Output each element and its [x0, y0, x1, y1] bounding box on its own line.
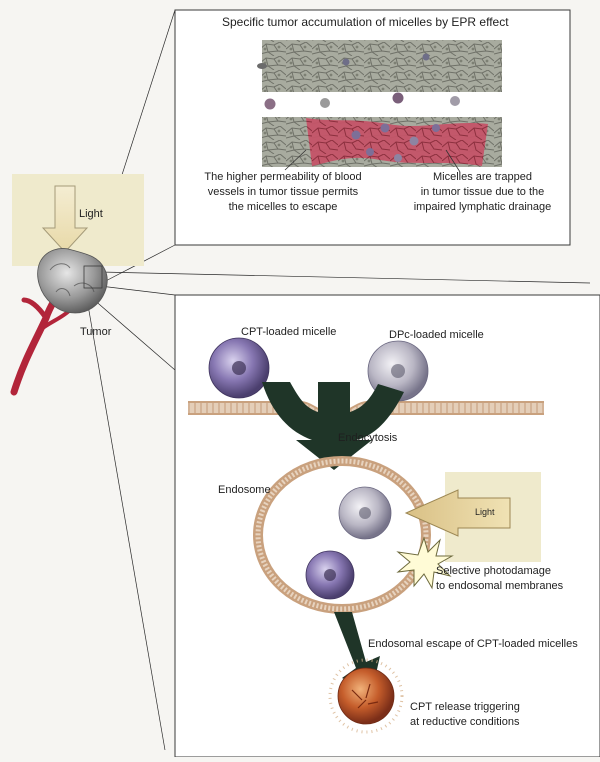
escape-label: Endosomal escape of CPT-loaded micelles	[368, 637, 578, 652]
epr-title: Specific tumor accumulation of micelles …	[222, 14, 509, 30]
cpt-micelle-label: CPT-loaded micelle	[241, 325, 336, 340]
epr-left-caption: The higher permeability of blood vessels…	[188, 170, 378, 215]
tumor-label: Tumor	[80, 325, 111, 340]
photodamage-label: Selective photodamage to endosomal membr…	[436, 564, 563, 594]
light-label-tumor: Light	[79, 207, 103, 222]
stray-micelle	[257, 63, 267, 69]
tumor-overview	[12, 174, 144, 392]
light-label-cell: Light	[475, 506, 495, 518]
cpt-loaded-micelle	[209, 338, 269, 398]
cell-panel	[175, 295, 600, 757]
release-label: CPT release triggering at reductive cond…	[410, 700, 520, 730]
dpc-micelle-in-endosome	[339, 487, 391, 539]
endocytosis-label: Endocytosis	[338, 431, 397, 446]
dpc-micelle-label: DPc-loaded micelle	[389, 328, 484, 343]
epr-right-caption: Micelles are trapped in tumor tissue due…	[395, 170, 570, 215]
endosome-label: Endosome	[218, 483, 271, 498]
normal-tissue-layer	[262, 40, 502, 92]
cpt-micelle-in-endosome	[306, 551, 354, 599]
